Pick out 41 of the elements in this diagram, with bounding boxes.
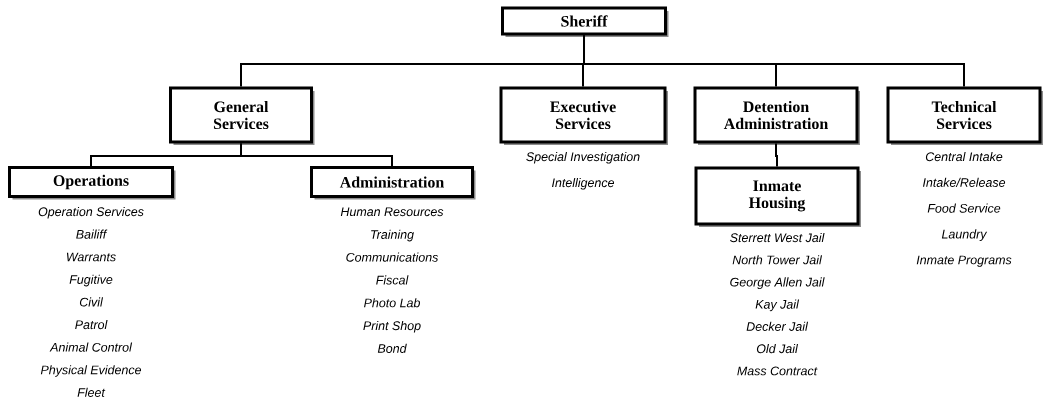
list-item: Print Shop — [363, 320, 421, 333]
connector-line — [583, 34, 965, 88]
list-item: Old Jail — [756, 343, 799, 354]
list-item: Warrants — [66, 252, 116, 262]
list-item: Bailiff — [76, 229, 108, 239]
org-box: Technical Services — [886, 86, 1043, 145]
list-item: Fugitive — [69, 274, 113, 287]
list-item: Civil — [79, 297, 104, 307]
list-item: Patrol — [75, 319, 108, 330]
org-box: General Services — [169, 86, 315, 145]
list-item: Decker Jail — [746, 321, 809, 331]
list-item: Intake/Release — [922, 177, 1006, 187]
list-item: Kay Jail — [755, 299, 800, 312]
list-item: Human Resources — [340, 207, 444, 217]
list-item: Sterrett West Jail — [730, 232, 825, 243]
list-item: North Tower Jail — [732, 255, 822, 265]
list-item: Fleet — [77, 387, 106, 397]
list-item: Physical Evidence — [40, 365, 142, 377]
org-box: Operations — [8, 166, 176, 200]
list-item: Food Service — [927, 203, 1001, 213]
list-item: Inmate Programs — [916, 255, 1012, 267]
org-box: Inmate Housing — [694, 166, 861, 227]
list-item: Bond — [377, 343, 407, 353]
list-item: Communications — [346, 252, 439, 262]
connector-line — [240, 142, 393, 167]
list-item: Training — [371, 229, 414, 242]
org-box: Administration — [310, 166, 476, 200]
list-item: Intelligence — [552, 177, 615, 190]
org-box: Detention Administration — [693, 86, 860, 145]
org-box: Executive Services — [499, 86, 668, 145]
list-item: Mass Contract — [737, 366, 818, 376]
list-item: Animal Control — [49, 342, 133, 352]
list-item: Laundry — [941, 229, 988, 241]
list-item: George Allen Jail — [730, 277, 825, 289]
list-item: Operation Services — [38, 206, 144, 219]
connector-line — [775, 142, 778, 168]
list-item: Central Intake — [925, 151, 1003, 162]
list-item: Special Investigation — [526, 151, 640, 164]
org-box: Sheriff — [501, 6, 669, 37]
list-item: Fiscal — [376, 275, 409, 285]
list-item: Photo Lab — [364, 298, 420, 308]
